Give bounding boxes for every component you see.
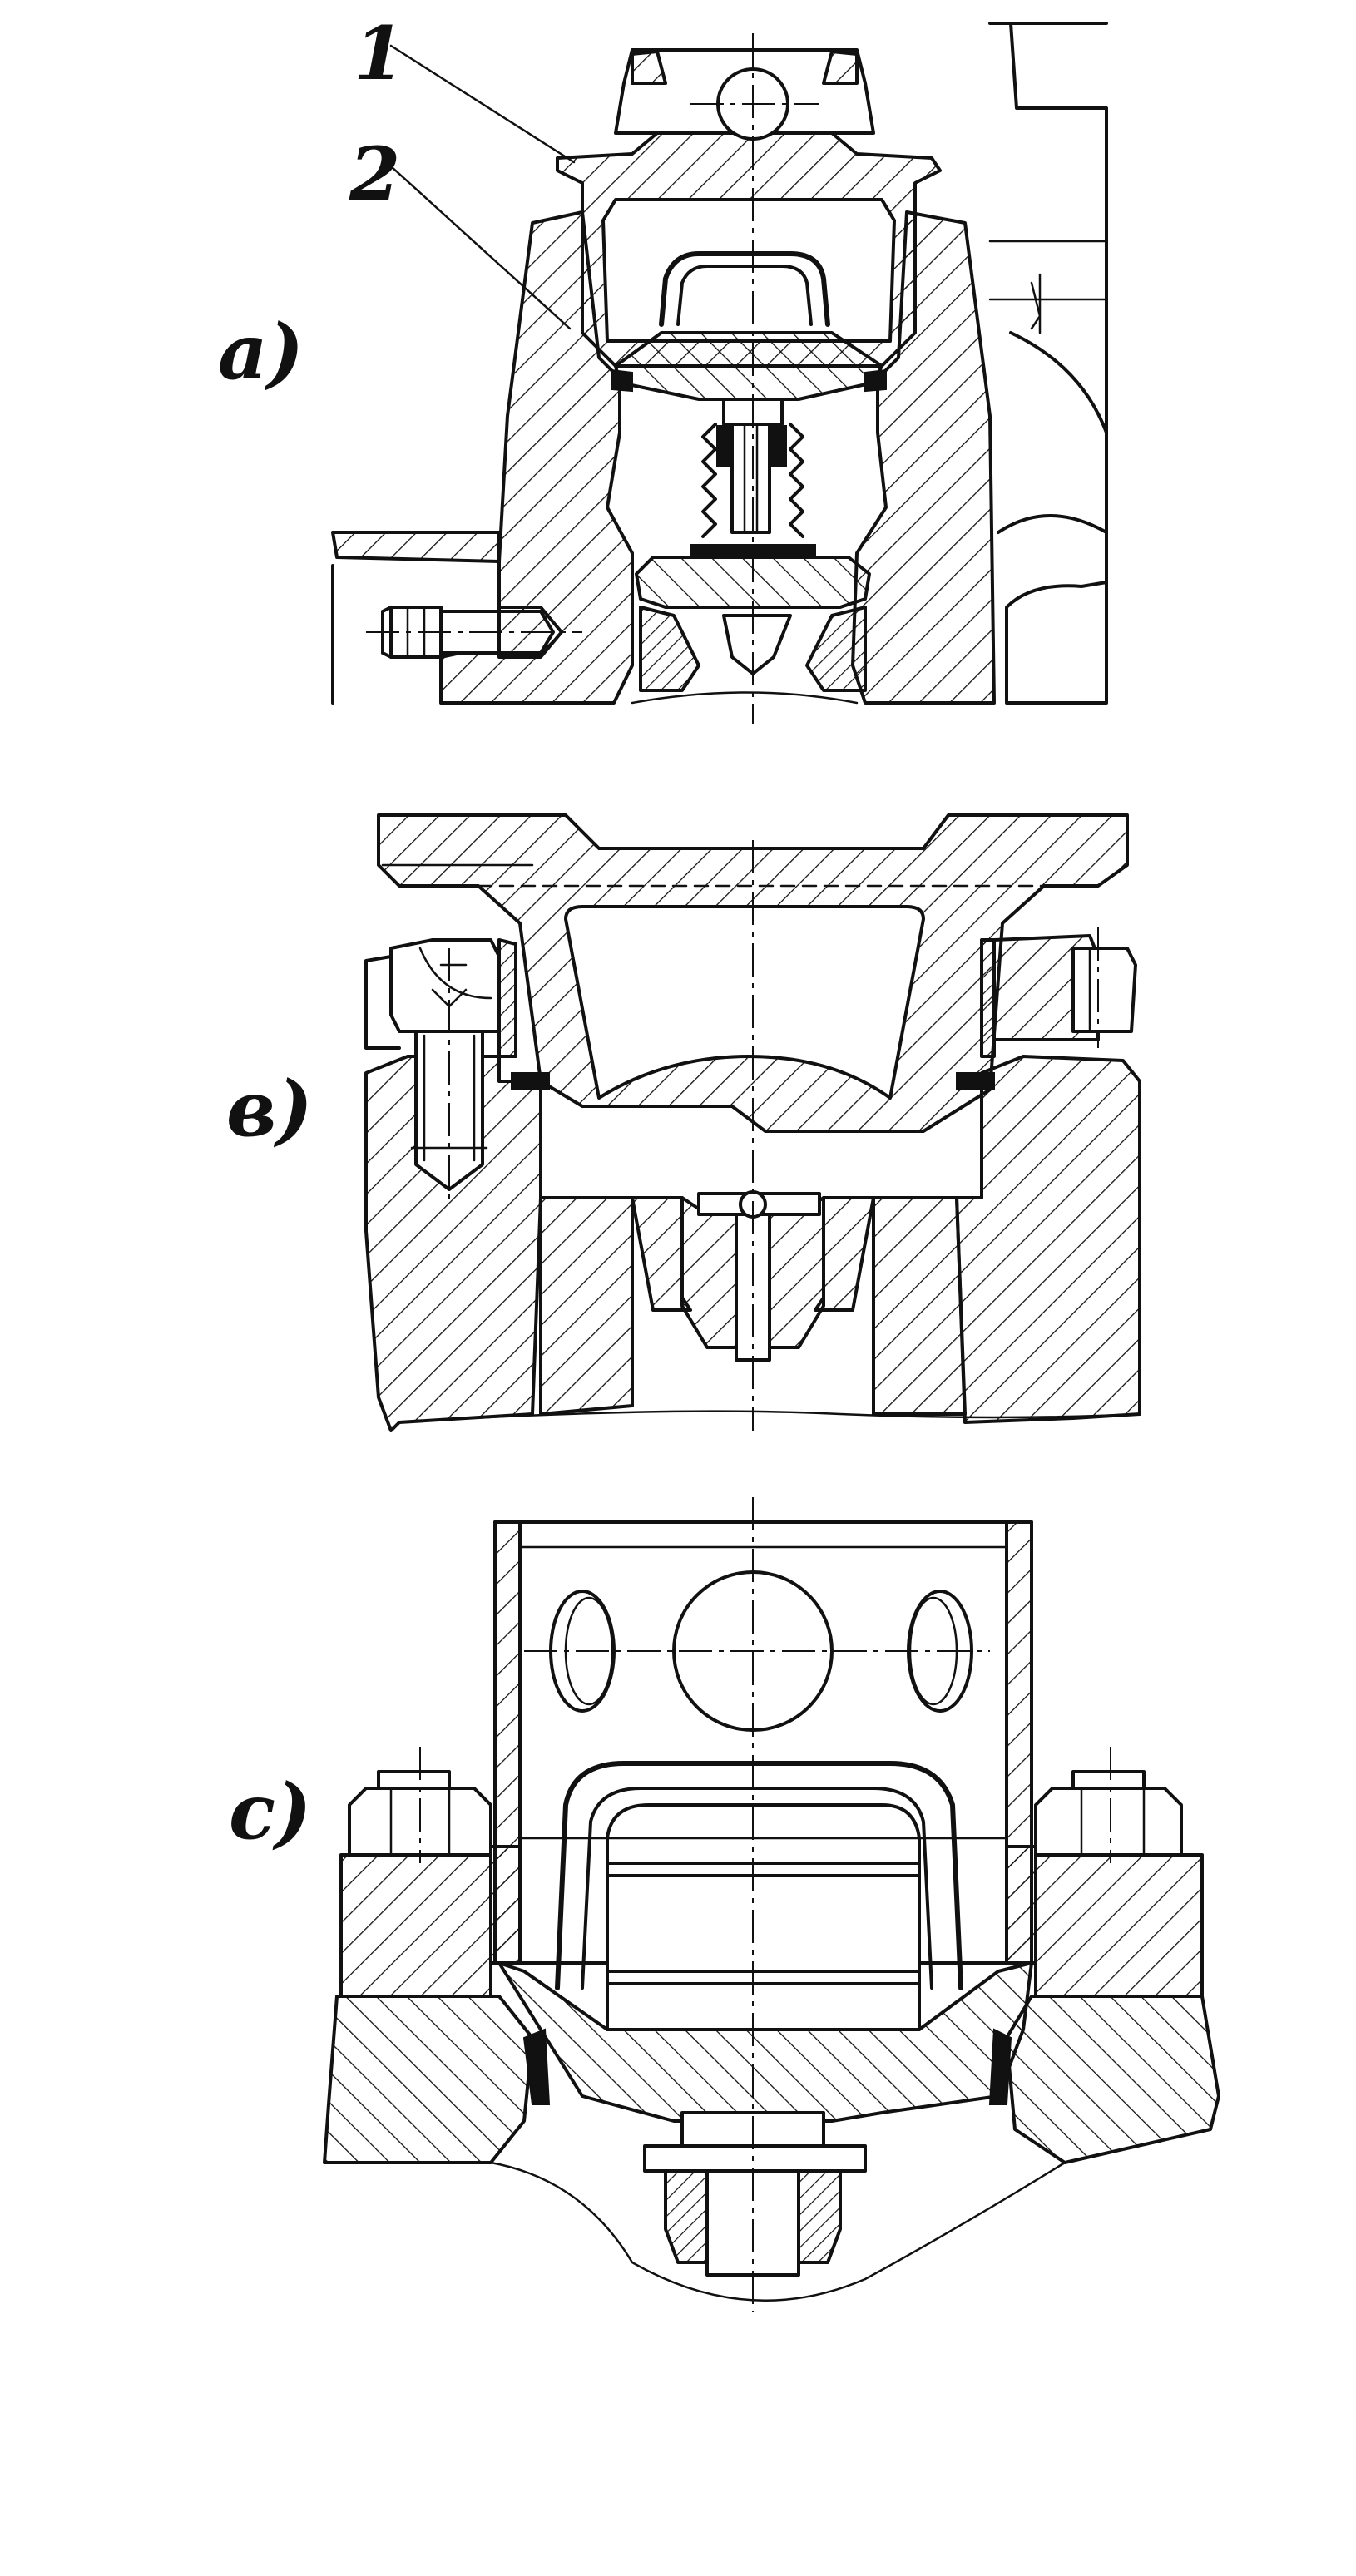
label-view-c: с): [229, 1767, 312, 1857]
view-c-right-nut: [1034, 1787, 1183, 1857]
view-c-right-flange-upper: [1034, 1853, 1204, 1998]
label-view-b: в): [226, 1064, 313, 1154]
view-c-stirrup: [555, 1761, 963, 1990]
view-b-cap-cavity: [564, 905, 925, 1100]
view-a: [331, 22, 1108, 724]
view-a-cap-inner: [601, 198, 896, 343]
view-b: [364, 813, 1141, 1432]
label-part-2: 2: [349, 131, 400, 217]
view-c-left-flange-upper: [339, 1853, 492, 1998]
view-a-left-flange: [331, 531, 501, 563]
view-a-valve-disk: [614, 331, 883, 401]
view-c: [323, 1497, 1220, 2312]
leader-part-2: [389, 165, 572, 330]
view-b-nozzle: [680, 1196, 738, 1349]
label-part-1: 1: [354, 10, 404, 96]
view-b-right-body: [955, 1055, 1141, 1424]
view-c-right-flange-lower: [1005, 1995, 1220, 2164]
view-a-right-housing: [988, 22, 1108, 705]
view-c-left-flange-lower: [323, 1995, 534, 2164]
view-a-bellows: [701, 423, 804, 538]
view-b-bolt-head: [389, 938, 501, 1033]
leader-part-1: [389, 44, 576, 164]
view-c-nozzle: [664, 2169, 709, 2264]
label-view-a: а): [218, 307, 304, 397]
